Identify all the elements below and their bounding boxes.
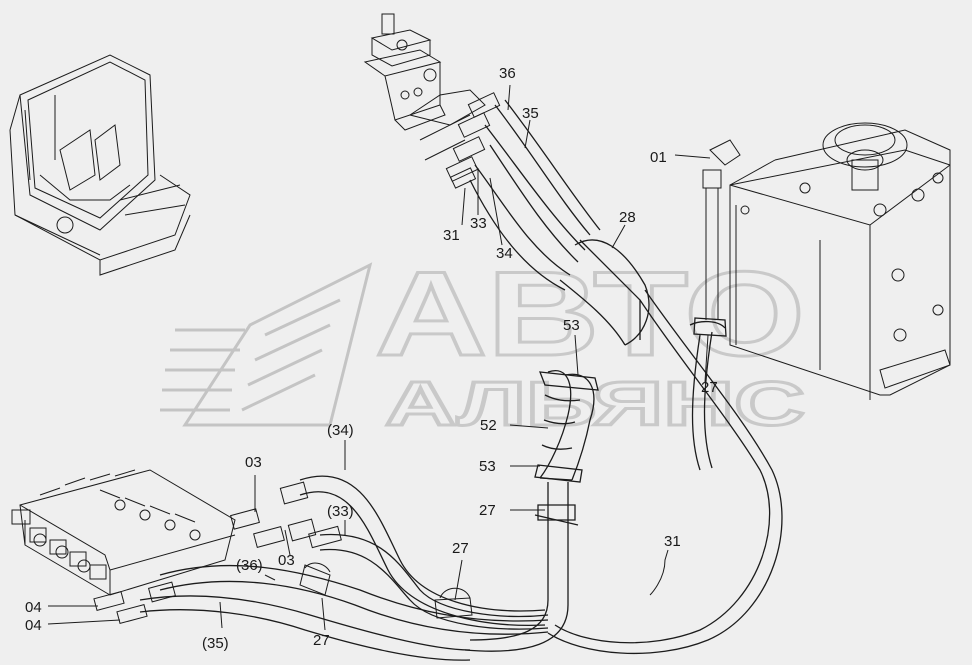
fitting-01 [702,139,741,320]
label-03-top: 03 [245,454,262,471]
label-34-paren: (34) [327,422,354,439]
hose-bundle-lower [139,475,549,661]
control-valve [11,469,236,625]
hose-31-loop [547,289,783,655]
label-53-lower: 53 [479,458,496,475]
suction-hose-52 [534,369,599,483]
label-31: 31 [443,227,460,244]
label-35-paren: (35) [202,635,229,652]
label-04-bottom: 04 [25,617,42,634]
watermark-logo [160,262,373,427]
label-35: 35 [522,105,539,122]
label-04-top: 04 [25,599,42,616]
hose-bundle-upper [469,99,601,291]
label-31-lower: 31 [664,533,681,550]
label-27-suction: 27 [479,502,496,519]
label-34: 34 [496,245,513,262]
label-53-top: 53 [563,317,580,334]
excavator-cab-illustration [9,54,191,276]
fittings-03 [230,481,342,549]
label-03-lower: 03 [278,552,295,569]
leader-lines [47,84,711,631]
label-01: 01 [650,149,667,166]
label-36: 36 [499,65,516,82]
swivel-motor-block [363,13,446,131]
label-36-paren: (36) [236,557,263,574]
label-33-paren: (33) [327,503,354,520]
label-33: 33 [470,215,487,232]
hose-fittings-top [408,89,501,189]
hydraulic-tank [729,122,951,400]
clamp-27-lower [299,562,473,619]
watermark-line1: АВТО [375,247,805,381]
label-27-bundle: 27 [452,540,469,557]
label-27-tank: 27 [701,379,718,396]
label-28: 28 [619,209,636,226]
tank-return-hose [689,317,727,471]
label-52: 52 [480,417,497,434]
label-27-bottom: 27 [313,632,330,649]
